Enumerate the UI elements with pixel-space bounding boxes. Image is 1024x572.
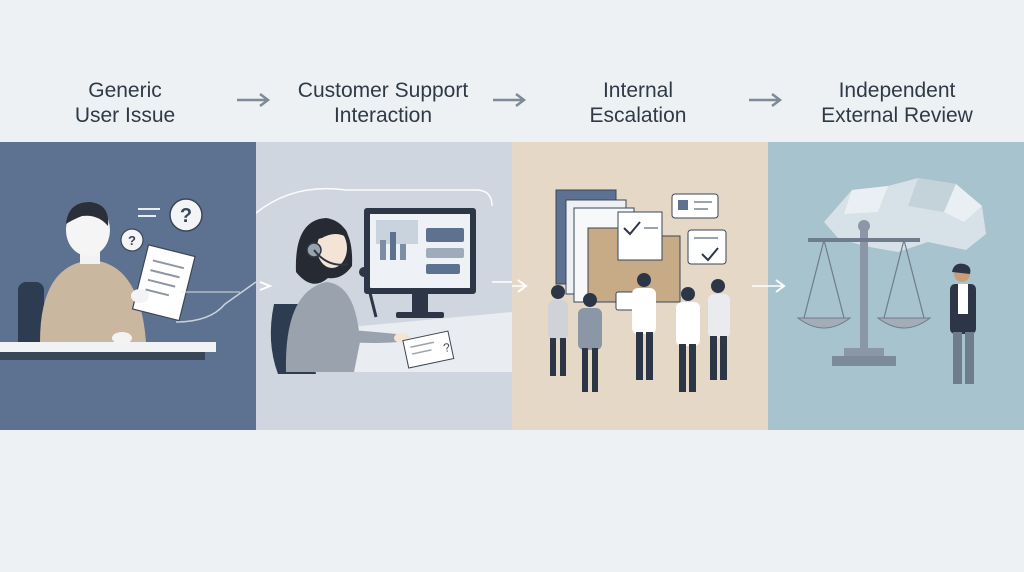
stage-label-1-line2: User Issue bbox=[74, 104, 176, 127]
stage-label-3: Internal Escalation bbox=[528, 78, 748, 128]
stage-label-4-line1: Independent bbox=[838, 79, 956, 102]
header-band: Generic User Issue Customer Support Inte… bbox=[0, 0, 1024, 142]
panel-external-review bbox=[768, 142, 1024, 430]
stage-label-4: Independent External Review bbox=[787, 78, 1007, 128]
panel-user-issue: ? ? bbox=[0, 142, 256, 430]
stage-label-3-line2: Escalation bbox=[589, 104, 687, 127]
stage-label-2: Customer Support Interaction bbox=[273, 78, 493, 128]
svg-text:?: ? bbox=[180, 205, 192, 227]
scales-of-justice-icon bbox=[768, 178, 986, 384]
flow-arrow-icon bbox=[237, 93, 271, 107]
svg-text:?: ? bbox=[128, 233, 136, 248]
stage-label-2-line1: Customer Support bbox=[297, 79, 469, 102]
stage-label-1: Generic User Issue bbox=[15, 78, 235, 128]
footer-band bbox=[0, 430, 1024, 572]
svg-text:?: ? bbox=[442, 340, 452, 355]
person-reading-document-icon: ? ? bbox=[0, 198, 256, 360]
stage-label-4-line2: External Review bbox=[821, 104, 973, 127]
flow-arrow-icon bbox=[493, 93, 527, 107]
panel-support-interaction: ? bbox=[256, 142, 512, 430]
stage-label-3-line1: Internal bbox=[602, 79, 674, 102]
panel-internal-escalation bbox=[512, 142, 768, 430]
stage-label-2-line2: Interaction bbox=[333, 104, 433, 127]
stage-label-1-line1: Generic bbox=[88, 79, 162, 102]
support-agent-at-computer-icon: ? bbox=[256, 187, 512, 374]
flow-arrow-icon bbox=[749, 93, 783, 107]
team-with-folders-icon bbox=[512, 189, 768, 392]
